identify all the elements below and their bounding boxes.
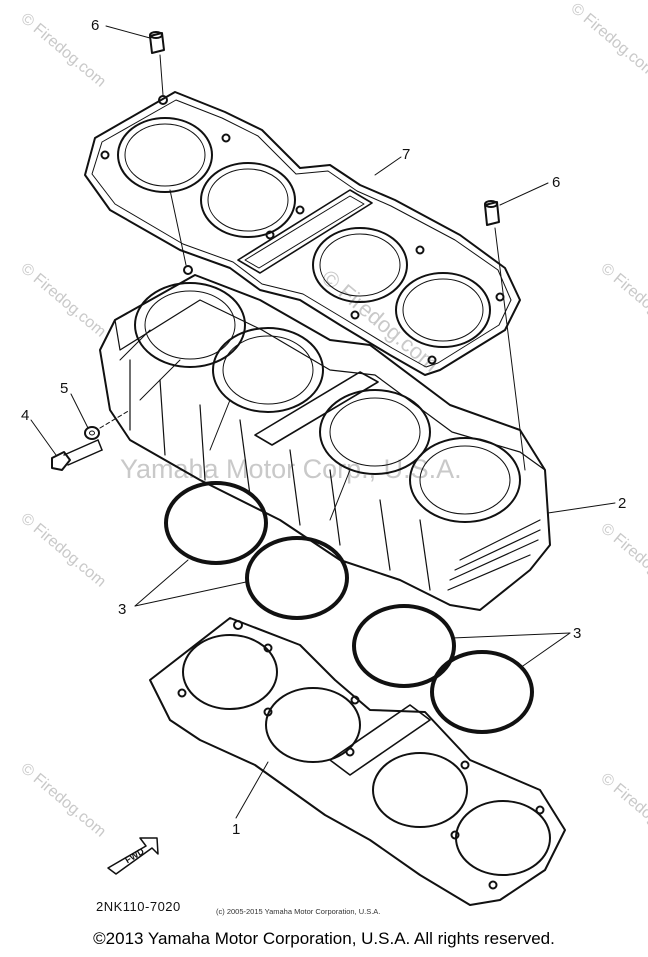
- footer-copyright: ©2013 Yamaha Motor Corporation, U.S.A. A…: [93, 929, 555, 948]
- watermark-bottom-right: © Firedog.com: [597, 770, 648, 851]
- dowel-pin-right: [484, 200, 500, 226]
- callout-7: 7: [402, 146, 410, 163]
- part-code: 2NK110-7020: [96, 899, 181, 914]
- callout-6-right: 6: [552, 174, 560, 191]
- o-ring: [245, 536, 349, 620]
- o-ring: [430, 650, 534, 734]
- watermark-bottom-left: © Firedog.com: [17, 760, 108, 841]
- forward-arrow-icon: FWD: [107, 837, 159, 875]
- cylinder-block: [99, 274, 551, 611]
- bolt: [51, 439, 103, 471]
- callout-2: 2: [618, 495, 626, 512]
- dowel-pin-left: [149, 31, 165, 54]
- bolt-axis-line: [99, 409, 131, 429]
- callout-3-right: 3: [573, 625, 581, 642]
- callout-1: 1: [232, 821, 240, 838]
- callout-5: 5: [60, 380, 68, 397]
- watermark-low-left: © Firedog.com: [17, 510, 108, 591]
- callout-layer: 6 6 7 2 5 4 3 3 1: [21, 17, 626, 838]
- watermark-mid-right: © Firedog.com: [597, 260, 648, 341]
- callout-3-left: 3: [118, 601, 126, 618]
- o-rings: [164, 481, 534, 734]
- cylinder-head-gasket: [84, 91, 521, 376]
- watermark-top-right: © Firedog.com: [567, 0, 648, 81]
- washer: [84, 426, 100, 440]
- cylinder-base-gasket: [149, 617, 566, 906]
- watermark-low-right: © Firedog.com: [597, 520, 648, 601]
- callout-6-left: 6: [91, 17, 99, 34]
- watermark-center: © Firedog.com: [317, 265, 444, 377]
- callout-4: 4: [21, 407, 29, 424]
- watermark-mid-left: © Firedog.com: [17, 260, 108, 341]
- o-ring: [164, 481, 268, 565]
- inner-copyright: (c) 2005-2015 Yamaha Motor Corporation, …: [216, 907, 381, 916]
- o-ring: [352, 604, 456, 688]
- leader-lines: [30, 25, 616, 819]
